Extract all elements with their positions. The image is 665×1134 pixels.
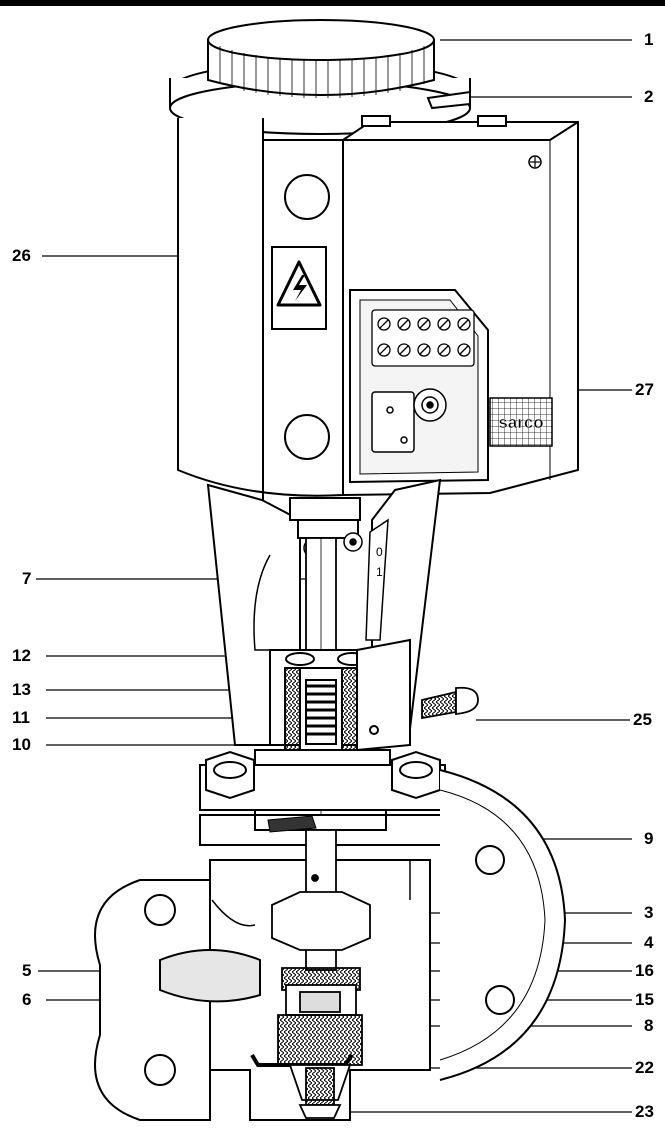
callout-5: 5 <box>22 961 32 980</box>
callout-11: 11 <box>12 708 30 727</box>
callout-26: 26 <box>12 246 31 265</box>
actuator-cap <box>169 19 471 135</box>
callout-27: 27 <box>635 380 654 399</box>
callout-4: 4 <box>644 933 654 952</box>
bonnet-gasket <box>267 815 317 833</box>
callout-10: 10 <box>12 735 31 754</box>
actuator-housing <box>177 118 344 500</box>
callout-1: 1 <box>644 30 654 49</box>
high-voltage-warning-icon <box>276 260 322 307</box>
micro-switch <box>371 391 415 453</box>
callout-6: 6 <box>22 990 32 1009</box>
callout-13: 13 <box>12 680 31 699</box>
callout-7: 7 <box>22 569 32 588</box>
packing-set <box>305 679 337 745</box>
callout-23: 23 <box>635 1102 654 1121</box>
callout-22: 22 <box>635 1058 654 1077</box>
top-border-bar <box>0 0 665 6</box>
travel-scale: 0 1 <box>365 518 389 641</box>
callout-15: 15 <box>635 990 654 1009</box>
callout-9: 9 <box>644 829 654 848</box>
callout-12: 12 <box>12 646 31 665</box>
potentiometer <box>413 388 447 422</box>
callout-8: 8 <box>644 1016 654 1035</box>
callout-16: 16 <box>635 961 654 980</box>
valve-plug-assembly <box>271 829 371 1119</box>
callout-25: 25 <box>633 710 652 729</box>
callout-2: 2 <box>644 87 654 106</box>
callout-3: 3 <box>644 903 654 922</box>
brand-plate: sarco <box>489 397 553 447</box>
terminal-block <box>371 309 475 367</box>
brand-plate-text: sarco <box>498 413 543 432</box>
bonnet-block <box>356 638 411 752</box>
body-flange-bolts <box>199 749 446 846</box>
cap-screw <box>421 686 479 720</box>
scale-mark-top: 0 <box>376 545 383 559</box>
scale-mark-bottom: 1 <box>376 565 383 579</box>
